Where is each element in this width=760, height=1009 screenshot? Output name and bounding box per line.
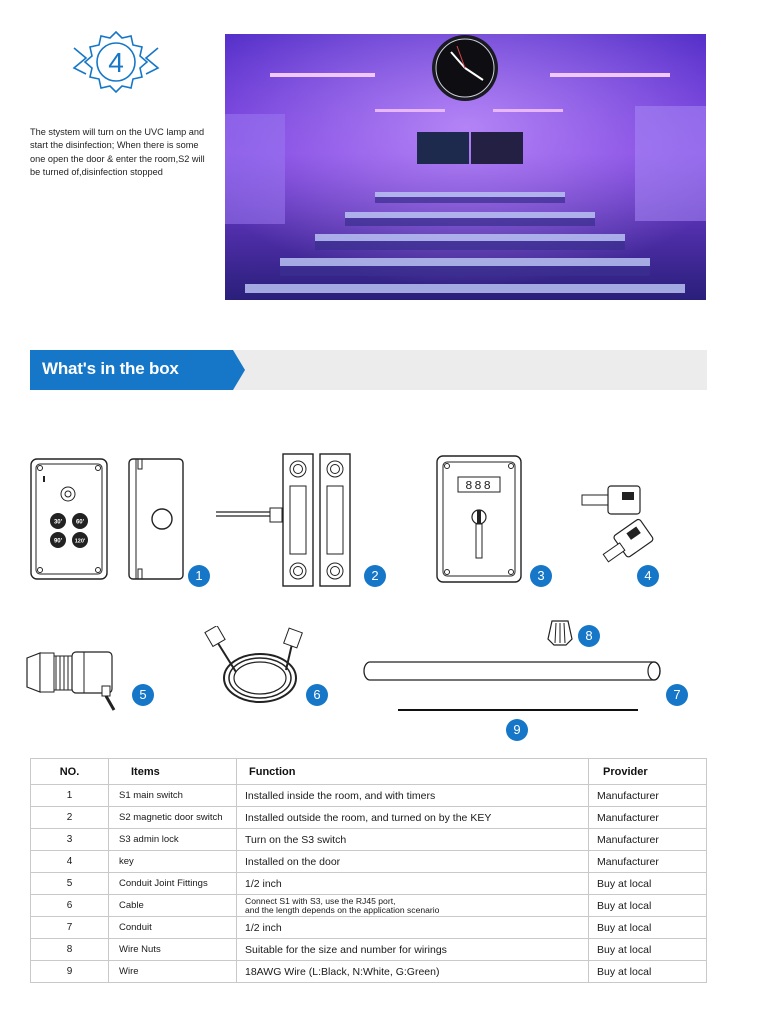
- row-provider: Manufacturer: [588, 850, 707, 873]
- item-badge-7: 7: [666, 684, 688, 706]
- row-function: 1/2 inch: [236, 872, 589, 895]
- uv-classroom-photo: [225, 34, 706, 300]
- row-function-line-1: Connect S1 with S3, use the RJ45 port,: [245, 895, 396, 906]
- table-row: 2 S2 magnetic door switch Installed outs…: [30, 806, 707, 829]
- conduit-joint-fitting-illustration: [26, 651, 116, 711]
- item-badge-3: 3: [530, 565, 552, 587]
- row-item: S1 main switch: [108, 784, 237, 807]
- table-row: 9 Wire 18AWG Wire (L:Black, N:White, G:G…: [30, 960, 707, 983]
- row-number: 1: [30, 784, 109, 807]
- timer-button-60: 60': [76, 520, 85, 526]
- row-item: key: [108, 850, 237, 873]
- s2-magnetic-door-switch-illustration: [216, 453, 351, 587]
- s1-main-switch-front-illustration: 30' 60' 90' 120': [30, 458, 108, 580]
- row-item: S2 magnetic door switch: [108, 806, 237, 829]
- table-row: 7 Conduit 1/2 inch Buy at local: [30, 916, 707, 939]
- step-number-badge: 4: [72, 30, 160, 94]
- row-number: 3: [30, 828, 109, 851]
- table-row: 1 S1 main switch Installed inside the ro…: [30, 784, 707, 807]
- table-row: 5 Conduit Joint Fittings 1/2 inch Buy at…: [30, 872, 707, 895]
- item-badge-4: 4: [637, 565, 659, 587]
- section-title: What's in the box: [42, 359, 179, 378]
- s3-admin-lock-illustration: 888: [436, 455, 522, 583]
- row-provider: Buy at local: [588, 872, 707, 895]
- timer-button-90: 90': [54, 539, 63, 545]
- table-row: 8 Wire Nuts Suitable for the size and nu…: [30, 938, 707, 961]
- timer-button-30: 30': [54, 520, 63, 526]
- row-number: 4: [30, 850, 109, 873]
- column-header-no: NO.: [30, 758, 109, 785]
- row-number: 2: [30, 806, 109, 829]
- row-item: Conduit: [108, 916, 237, 939]
- row-number: 9: [30, 960, 109, 983]
- row-number: 8: [30, 938, 109, 961]
- table-row: 3 S3 admin lock Turn on the S3 switch Ma…: [30, 828, 707, 851]
- table-row: 4 key Installed on the door Manufacturer: [30, 850, 707, 873]
- row-item: Conduit Joint Fittings: [108, 872, 237, 895]
- section-header-tab: [30, 350, 245, 390]
- timer-button-120: 120': [75, 539, 86, 545]
- row-function: 18AWG Wire (L:Black, N:White, G:Green): [236, 960, 589, 983]
- item-badge-9: 9: [506, 719, 528, 741]
- wire-illustration: [398, 709, 638, 711]
- step-number: 4: [108, 47, 124, 78]
- row-item: Cable: [108, 894, 237, 917]
- box-contents-table: NO. Items Function Provider 1 S1 main sw…: [30, 758, 707, 983]
- item-badge-2: 2: [364, 565, 386, 587]
- row-function: Turn on the S3 switch: [236, 828, 589, 851]
- row-item: S3 admin lock: [108, 828, 237, 851]
- column-header-provider: Provider: [588, 758, 707, 785]
- row-function: Installed on the door: [236, 850, 589, 873]
- key-illustration: [581, 485, 654, 563]
- row-function: Suitable for the size and number for wir…: [236, 938, 589, 961]
- row-item: Wire Nuts: [108, 938, 237, 961]
- column-header-items: Items: [108, 758, 237, 785]
- row-number: 5: [30, 872, 109, 895]
- admin-lock-display-digits: 888: [465, 479, 493, 493]
- step-description: The stystem will turn on the UVC lamp an…: [30, 127, 205, 177]
- row-provider: Manufacturer: [588, 806, 707, 829]
- row-function: 1/2 inch: [236, 916, 589, 939]
- row-provider: Buy at local: [588, 960, 707, 983]
- row-function: Connect S1 with S3, use the RJ45 port, a…: [236, 894, 589, 917]
- row-function: Installed outside the room, and turned o…: [236, 806, 589, 829]
- row-provider: Manufacturer: [588, 784, 707, 807]
- row-item: Wire: [108, 960, 237, 983]
- row-function: Installed inside the room, and with time…: [236, 784, 589, 807]
- rj45-cable-illustration: [204, 626, 303, 703]
- row-provider: Manufacturer: [588, 828, 707, 851]
- item-badge-5: 5: [132, 684, 154, 706]
- item-badge-6: 6: [306, 684, 328, 706]
- item-badge-8: 8: [578, 625, 600, 647]
- row-provider: Buy at local: [588, 938, 707, 961]
- wire-nut-illustration: [547, 620, 573, 646]
- item-badge-1: 1: [188, 565, 210, 587]
- conduit-pipe-illustration: [363, 661, 661, 681]
- column-header-function: Function: [236, 758, 589, 785]
- row-number: 6: [30, 894, 109, 917]
- s1-main-switch-side-illustration: [128, 458, 184, 580]
- table-row: 6 Cable Connect S1 with S3, use the RJ45…: [30, 894, 707, 917]
- row-provider: Buy at local: [588, 894, 707, 917]
- table-header-row: NO. Items Function Provider: [30, 758, 707, 785]
- row-number: 7: [30, 916, 109, 939]
- row-function-line-2: and the length depends on the applicatio…: [245, 904, 440, 915]
- row-provider: Buy at local: [588, 916, 707, 939]
